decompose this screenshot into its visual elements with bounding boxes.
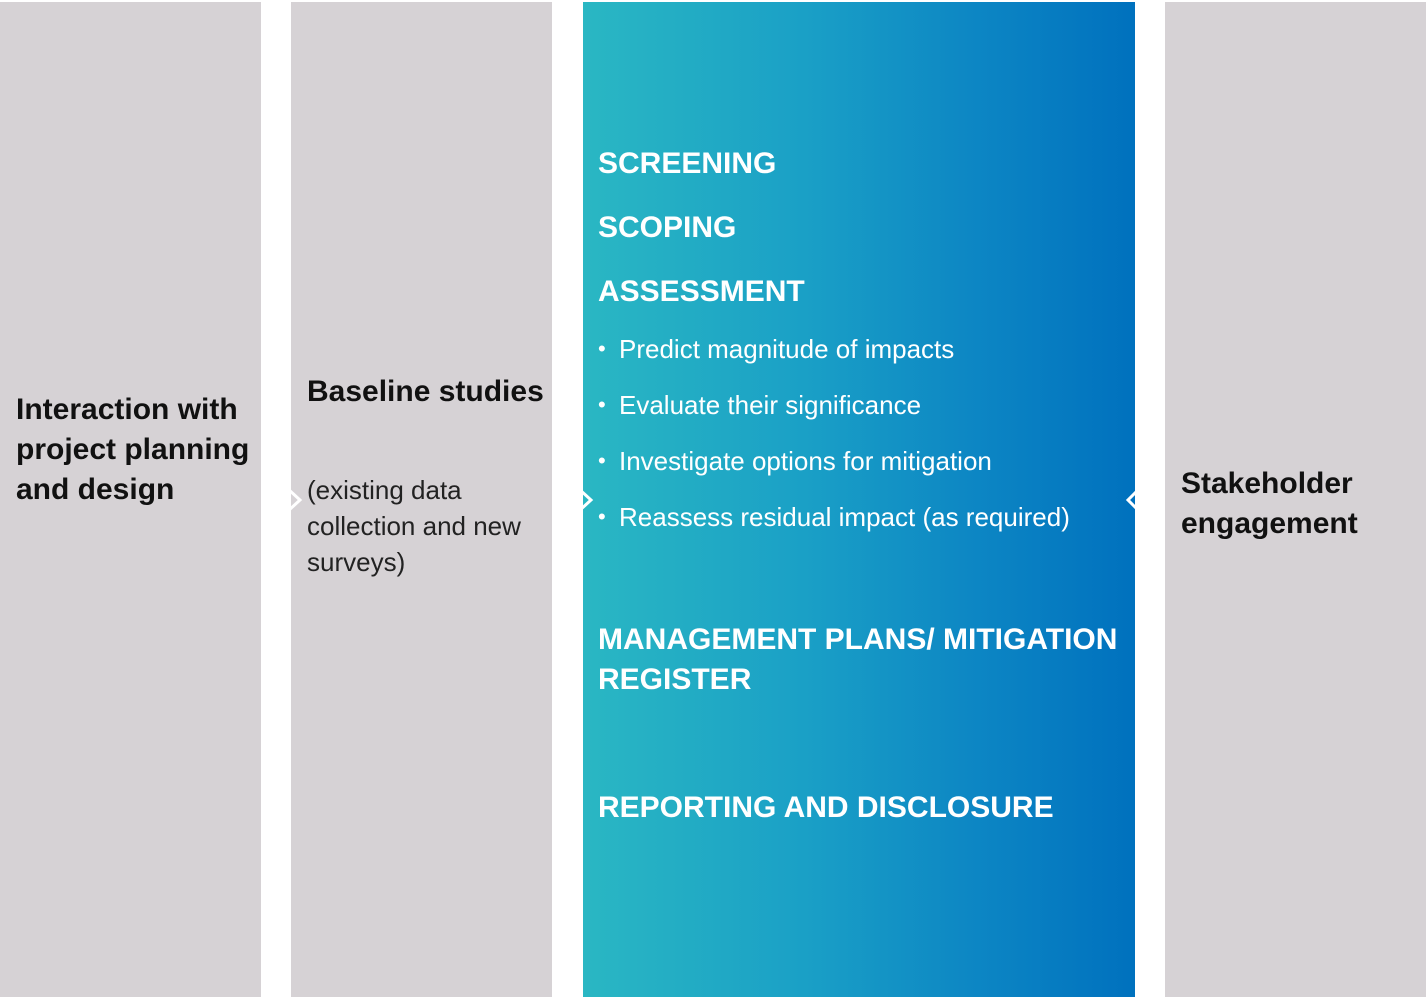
list-item: • Evaluate their significance: [598, 386, 1128, 442]
step-screening: SCREENING: [598, 147, 777, 180]
list-item: • Reassess residual impact (as required): [598, 498, 1128, 554]
assessment-list: • Predict magnitude of impacts • Evaluat…: [598, 330, 1128, 554]
assessment-item-label: Evaluate their significance: [619, 390, 922, 420]
list-item: • Predict magnitude of impacts: [598, 330, 1128, 386]
step-management-plans: MANAGEMENT PLANS/ MITIGATION REGISTER: [598, 623, 1118, 696]
stakeholder-title: Stakeholder engagement: [1181, 467, 1358, 540]
bullet-dot-icon: •: [598, 336, 606, 361]
assessment-item-label: Investigate options for mitigation: [619, 446, 992, 476]
list-item: • Investigate options for mitigation: [598, 442, 1128, 498]
assessment-item-label: Reassess residual impact (as required): [619, 502, 1070, 532]
baseline-note: (existing data collection and new survey…: [307, 475, 521, 577]
step-scoping: SCOPING: [598, 211, 737, 244]
step-assessment: ASSESSMENT: [598, 275, 805, 308]
step-reporting: REPORTING AND DISCLOSURE: [598, 791, 1054, 824]
baseline-panel: [291, 2, 552, 997]
assessment-item-label: Predict magnitude of impacts: [619, 334, 955, 364]
bullet-dot-icon: •: [598, 392, 606, 417]
planning-panel: [0, 2, 261, 997]
baseline-title: Baseline studies: [307, 375, 544, 408]
bullet-dot-icon: •: [598, 504, 606, 529]
planning-title: Interaction with project planning and de…: [16, 393, 250, 506]
assessment-process-panel: [583, 2, 1135, 997]
stakeholder-panel: [1165, 2, 1426, 997]
bullet-dot-icon: •: [598, 448, 606, 473]
